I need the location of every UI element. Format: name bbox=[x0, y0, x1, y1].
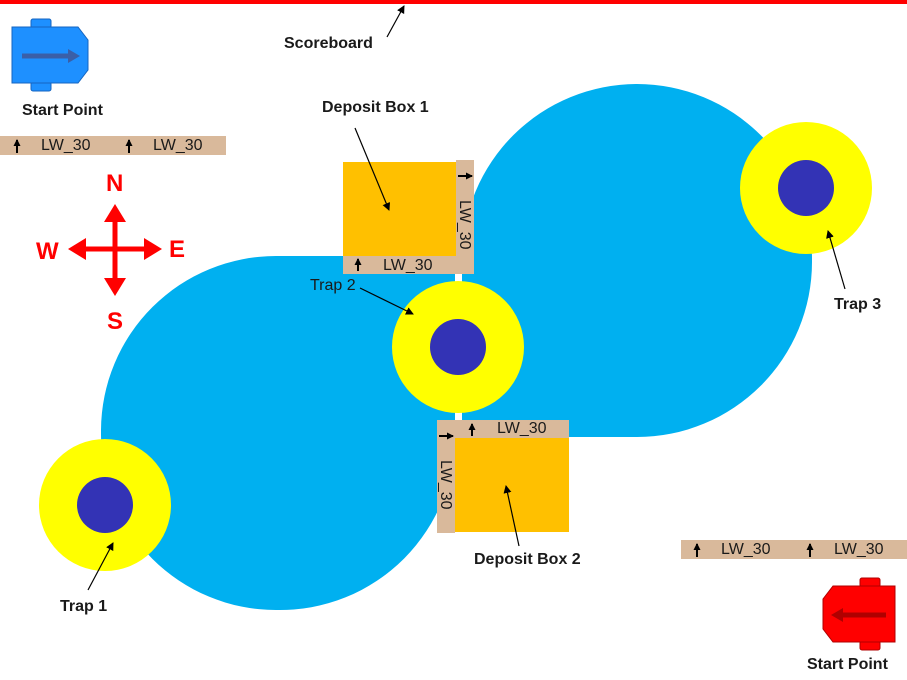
trap-3 bbox=[740, 122, 872, 254]
deposit-box-2-area bbox=[455, 437, 569, 532]
trap-2-center bbox=[430, 319, 486, 375]
scoreboard-label: Scoreboard bbox=[284, 35, 373, 52]
trap-2-pointer bbox=[359, 287, 414, 315]
scoreboard-pointer bbox=[386, 5, 405, 38]
trap-1-label: Trap 1 bbox=[60, 598, 107, 615]
wall-label-box2-left: LW_30 bbox=[437, 460, 454, 510]
trap-1-pointer bbox=[87, 542, 114, 591]
deposit-box-1-wall-bottom bbox=[343, 256, 474, 274]
deposit-box-1-wall-right bbox=[456, 160, 474, 274]
compass-label-east: E bbox=[169, 236, 185, 263]
deposit-box-1-area bbox=[343, 162, 456, 257]
scoreboard-line bbox=[0, 0, 907, 4]
wall-label-box1-right: LW_30 bbox=[456, 200, 473, 250]
wall-label-top-left-a: LW_30 bbox=[41, 137, 91, 154]
compass-rose: N S E W bbox=[36, 170, 185, 335]
trap-3-center bbox=[778, 160, 834, 216]
blue-robot-icon bbox=[11, 18, 89, 92]
wall-top-left-strip bbox=[0, 136, 226, 155]
deposit-box-2-wall-left bbox=[437, 420, 455, 533]
trap-2 bbox=[392, 281, 524, 413]
start-point-label-blue: Start Point bbox=[22, 102, 104, 119]
water-blob-left bbox=[101, 255, 456, 611]
trap-3-pointer bbox=[826, 230, 846, 290]
wall-label-bottom-right-a: LW_30 bbox=[721, 541, 771, 558]
compass-head-west bbox=[68, 238, 86, 260]
trap-1-center bbox=[77, 477, 133, 533]
compass-label-south: S bbox=[107, 308, 123, 335]
compass-head-north bbox=[104, 204, 126, 222]
wall-label-bottom-right-b: LW_30 bbox=[834, 541, 884, 558]
wall-bottom-right: LW_30 LW_30 bbox=[681, 540, 907, 559]
wall-label-box2-top: LW_30 bbox=[497, 420, 547, 437]
compass-head-south bbox=[104, 278, 126, 296]
red-robot-arrow-head bbox=[831, 608, 843, 622]
deposit-box-1-pointer bbox=[354, 127, 391, 211]
compass-head-east bbox=[144, 238, 162, 260]
water-zone bbox=[101, 84, 812, 611]
deposit-box-2-pointer bbox=[503, 485, 520, 547]
trap-2-label: Trap 2 bbox=[310, 277, 356, 294]
water-blob-right bbox=[462, 84, 812, 437]
wall-label-box1-bottom: LW_30 bbox=[383, 257, 433, 274]
wall-bottom-right-strip bbox=[681, 540, 907, 559]
trap-1 bbox=[39, 439, 171, 571]
wall-top-left: LW_30 LW_30 bbox=[0, 136, 226, 155]
wall-label-top-left-b: LW_30 bbox=[153, 137, 203, 154]
trap-3-label: Trap 3 bbox=[834, 296, 881, 313]
red-robot-icon bbox=[822, 577, 896, 651]
blue-robot-arrow-head bbox=[68, 49, 80, 63]
deposit-box-2: LW_30 LW_30 bbox=[437, 420, 569, 533]
deposit-box-1: LW_30 LW_30 bbox=[343, 160, 474, 274]
compass-label-north: N bbox=[106, 170, 123, 197]
deposit-box-1-label: Deposit Box 1 bbox=[322, 99, 429, 116]
compass-label-west: W bbox=[36, 238, 59, 265]
start-point-label-red: Start Point bbox=[807, 656, 889, 673]
deposit-box-2-label: Deposit Box 2 bbox=[474, 551, 581, 568]
